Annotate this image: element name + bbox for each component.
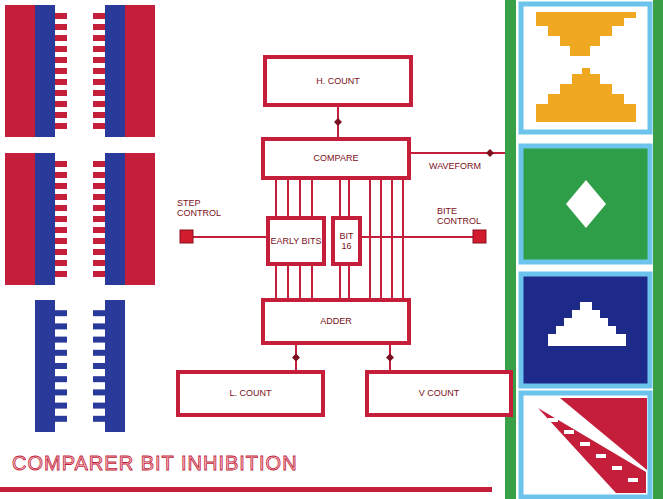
process-box: L. COUNT: [176, 370, 325, 417]
hourglass: [536, 12, 636, 122]
green-bar: [653, 0, 663, 499]
stripe-panels: [5, 5, 155, 432]
process-box: COMPARE: [261, 137, 411, 180]
box-label: H. COUNT: [316, 76, 360, 86]
signal-label: WAVEFORM: [428, 161, 482, 171]
process-box: H. COUNT: [263, 55, 413, 107]
step-control-button: [180, 230, 193, 243]
bus-marker: [334, 118, 342, 126]
process-box: BIT 16: [331, 216, 362, 266]
box-label: EARLY BITS: [270, 236, 321, 246]
step-wire: [192, 236, 266, 238]
box-label: L. COUNT: [229, 388, 271, 398]
triangle-panel: [521, 274, 650, 386]
process-box: V COUNT: [365, 370, 513, 417]
bite-wire: [358, 236, 474, 238]
underline-bar: [0, 487, 492, 492]
bus-marker: [292, 354, 300, 362]
step-teeth: [548, 418, 638, 482]
process-box: EARLY BITS: [266, 216, 326, 266]
bus-line: [370, 180, 403, 298]
signal-label: STEP CONTROL: [176, 198, 222, 219]
box-label: V COUNT: [419, 388, 460, 398]
green-bar: [505, 0, 516, 499]
hourglass-panel: [521, 4, 650, 132]
box-label: BIT 16: [335, 231, 358, 252]
bite-control-button: [473, 230, 486, 243]
diamond-panel: [521, 146, 650, 262]
process-box: ADDER: [261, 298, 411, 345]
bus-line: [340, 180, 349, 216]
box-label: COMPARE: [314, 153, 359, 163]
signal-label: BITE CONTROL: [436, 206, 482, 227]
diagram-title: COMPARER BIT INHIBITION: [12, 452, 298, 475]
bus-line: [276, 180, 312, 216]
red-triangle: [560, 398, 647, 470]
bus-line: [276, 266, 312, 298]
box-label: ADDER: [320, 316, 352, 326]
bus-marker: [386, 354, 394, 362]
bus-line: [340, 266, 349, 298]
red-triangle-panel: [521, 393, 650, 497]
